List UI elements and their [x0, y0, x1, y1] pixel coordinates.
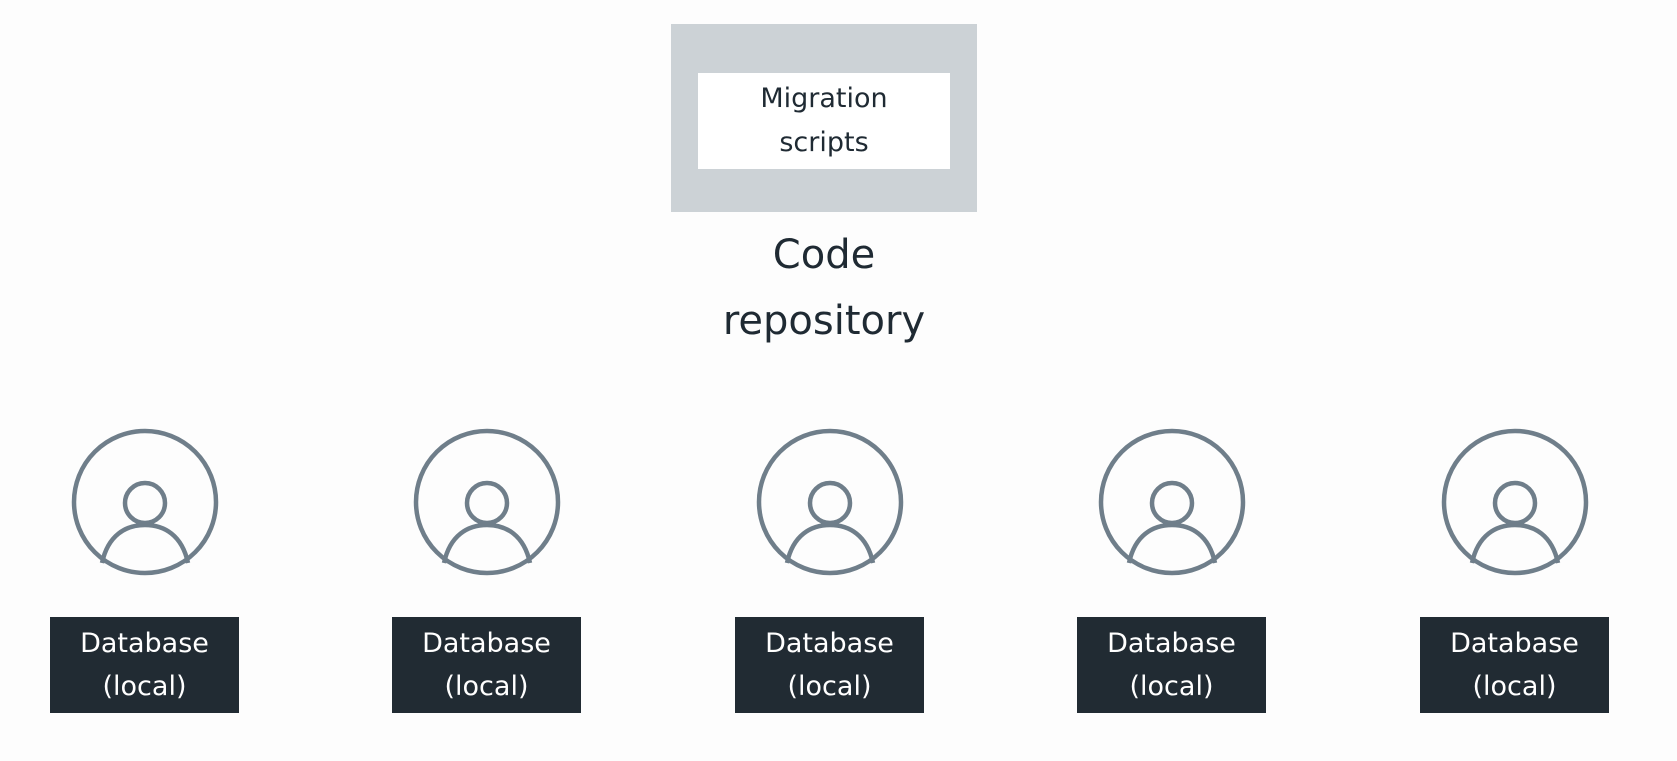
- developer-1: Database (local): [50, 427, 240, 713]
- local-database-box: Database (local): [50, 617, 239, 713]
- local-database-box: Database (local): [1420, 617, 1609, 713]
- user-circle-icon: [756, 428, 904, 576]
- code-repository-box: Migration scripts: [671, 24, 977, 212]
- user-circle-icon: [71, 428, 219, 576]
- developer-2: Database (local): [392, 427, 582, 713]
- developer-3: Database (local): [735, 427, 925, 713]
- local-database-box: Database (local): [735, 617, 924, 713]
- local-database-box: Database (local): [1077, 617, 1266, 713]
- local-database-box: Database (local): [392, 617, 581, 713]
- developer-4: Database (local): [1077, 427, 1267, 713]
- developer-5: Database (local): [1420, 427, 1610, 713]
- migration-scripts-card: Migration scripts: [698, 73, 950, 169]
- code-repository-label: Code repository: [722, 232, 926, 344]
- user-circle-icon: [1441, 428, 1589, 576]
- user-circle-icon: [413, 428, 561, 576]
- user-circle-icon: [1098, 428, 1246, 576]
